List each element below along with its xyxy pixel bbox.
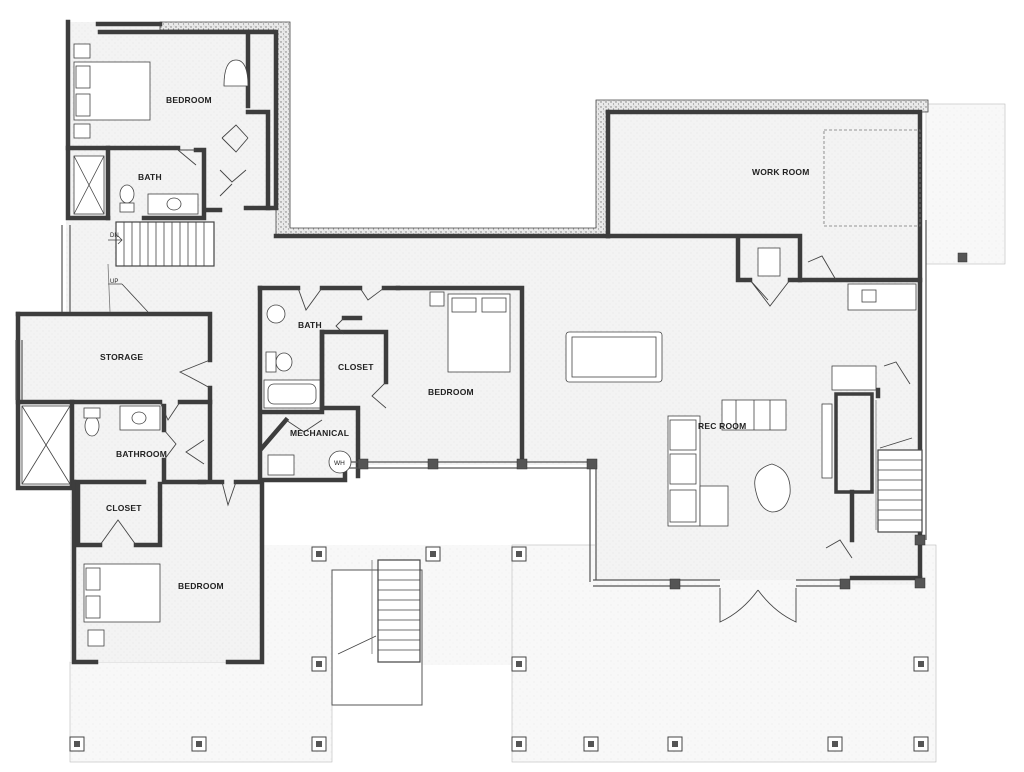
patio-piers	[69, 546, 929, 752]
label-bath-middle: BATH	[298, 320, 322, 330]
label-water-heater: WH	[334, 460, 345, 467]
room-labels: BEDROOM BATH WORK ROOM STORAGE BATH CLOS…	[100, 95, 810, 591]
porch-walls	[15, 220, 927, 587]
label-stair-up: UP	[110, 279, 118, 285]
patio-east	[925, 103, 1006, 265]
label-bath-upper: BATH	[138, 172, 162, 182]
stairs	[107, 221, 923, 663]
doors	[99, 124, 911, 623]
label-bathroom: BATHROOM	[116, 449, 167, 459]
label-bedroom-upper: BEDROOM	[166, 95, 212, 105]
fixtures	[21, 43, 921, 647]
label-rec-room: REC ROOM	[698, 421, 746, 431]
label-stair-down: DN	[110, 233, 119, 239]
label-mechanical: MECHANICAL	[290, 428, 349, 438]
label-closet-lower: CLOSET	[106, 503, 142, 513]
walls	[15, 19, 923, 665]
label-closet-middle: CLOSET	[338, 362, 374, 372]
label-bedroom-middle: BEDROOM	[428, 387, 474, 397]
label-storage: STORAGE	[100, 352, 143, 362]
label-bedroom-lower: BEDROOM	[178, 581, 224, 591]
label-work-room: WORK ROOM	[752, 167, 810, 177]
columns	[357, 252, 968, 590]
